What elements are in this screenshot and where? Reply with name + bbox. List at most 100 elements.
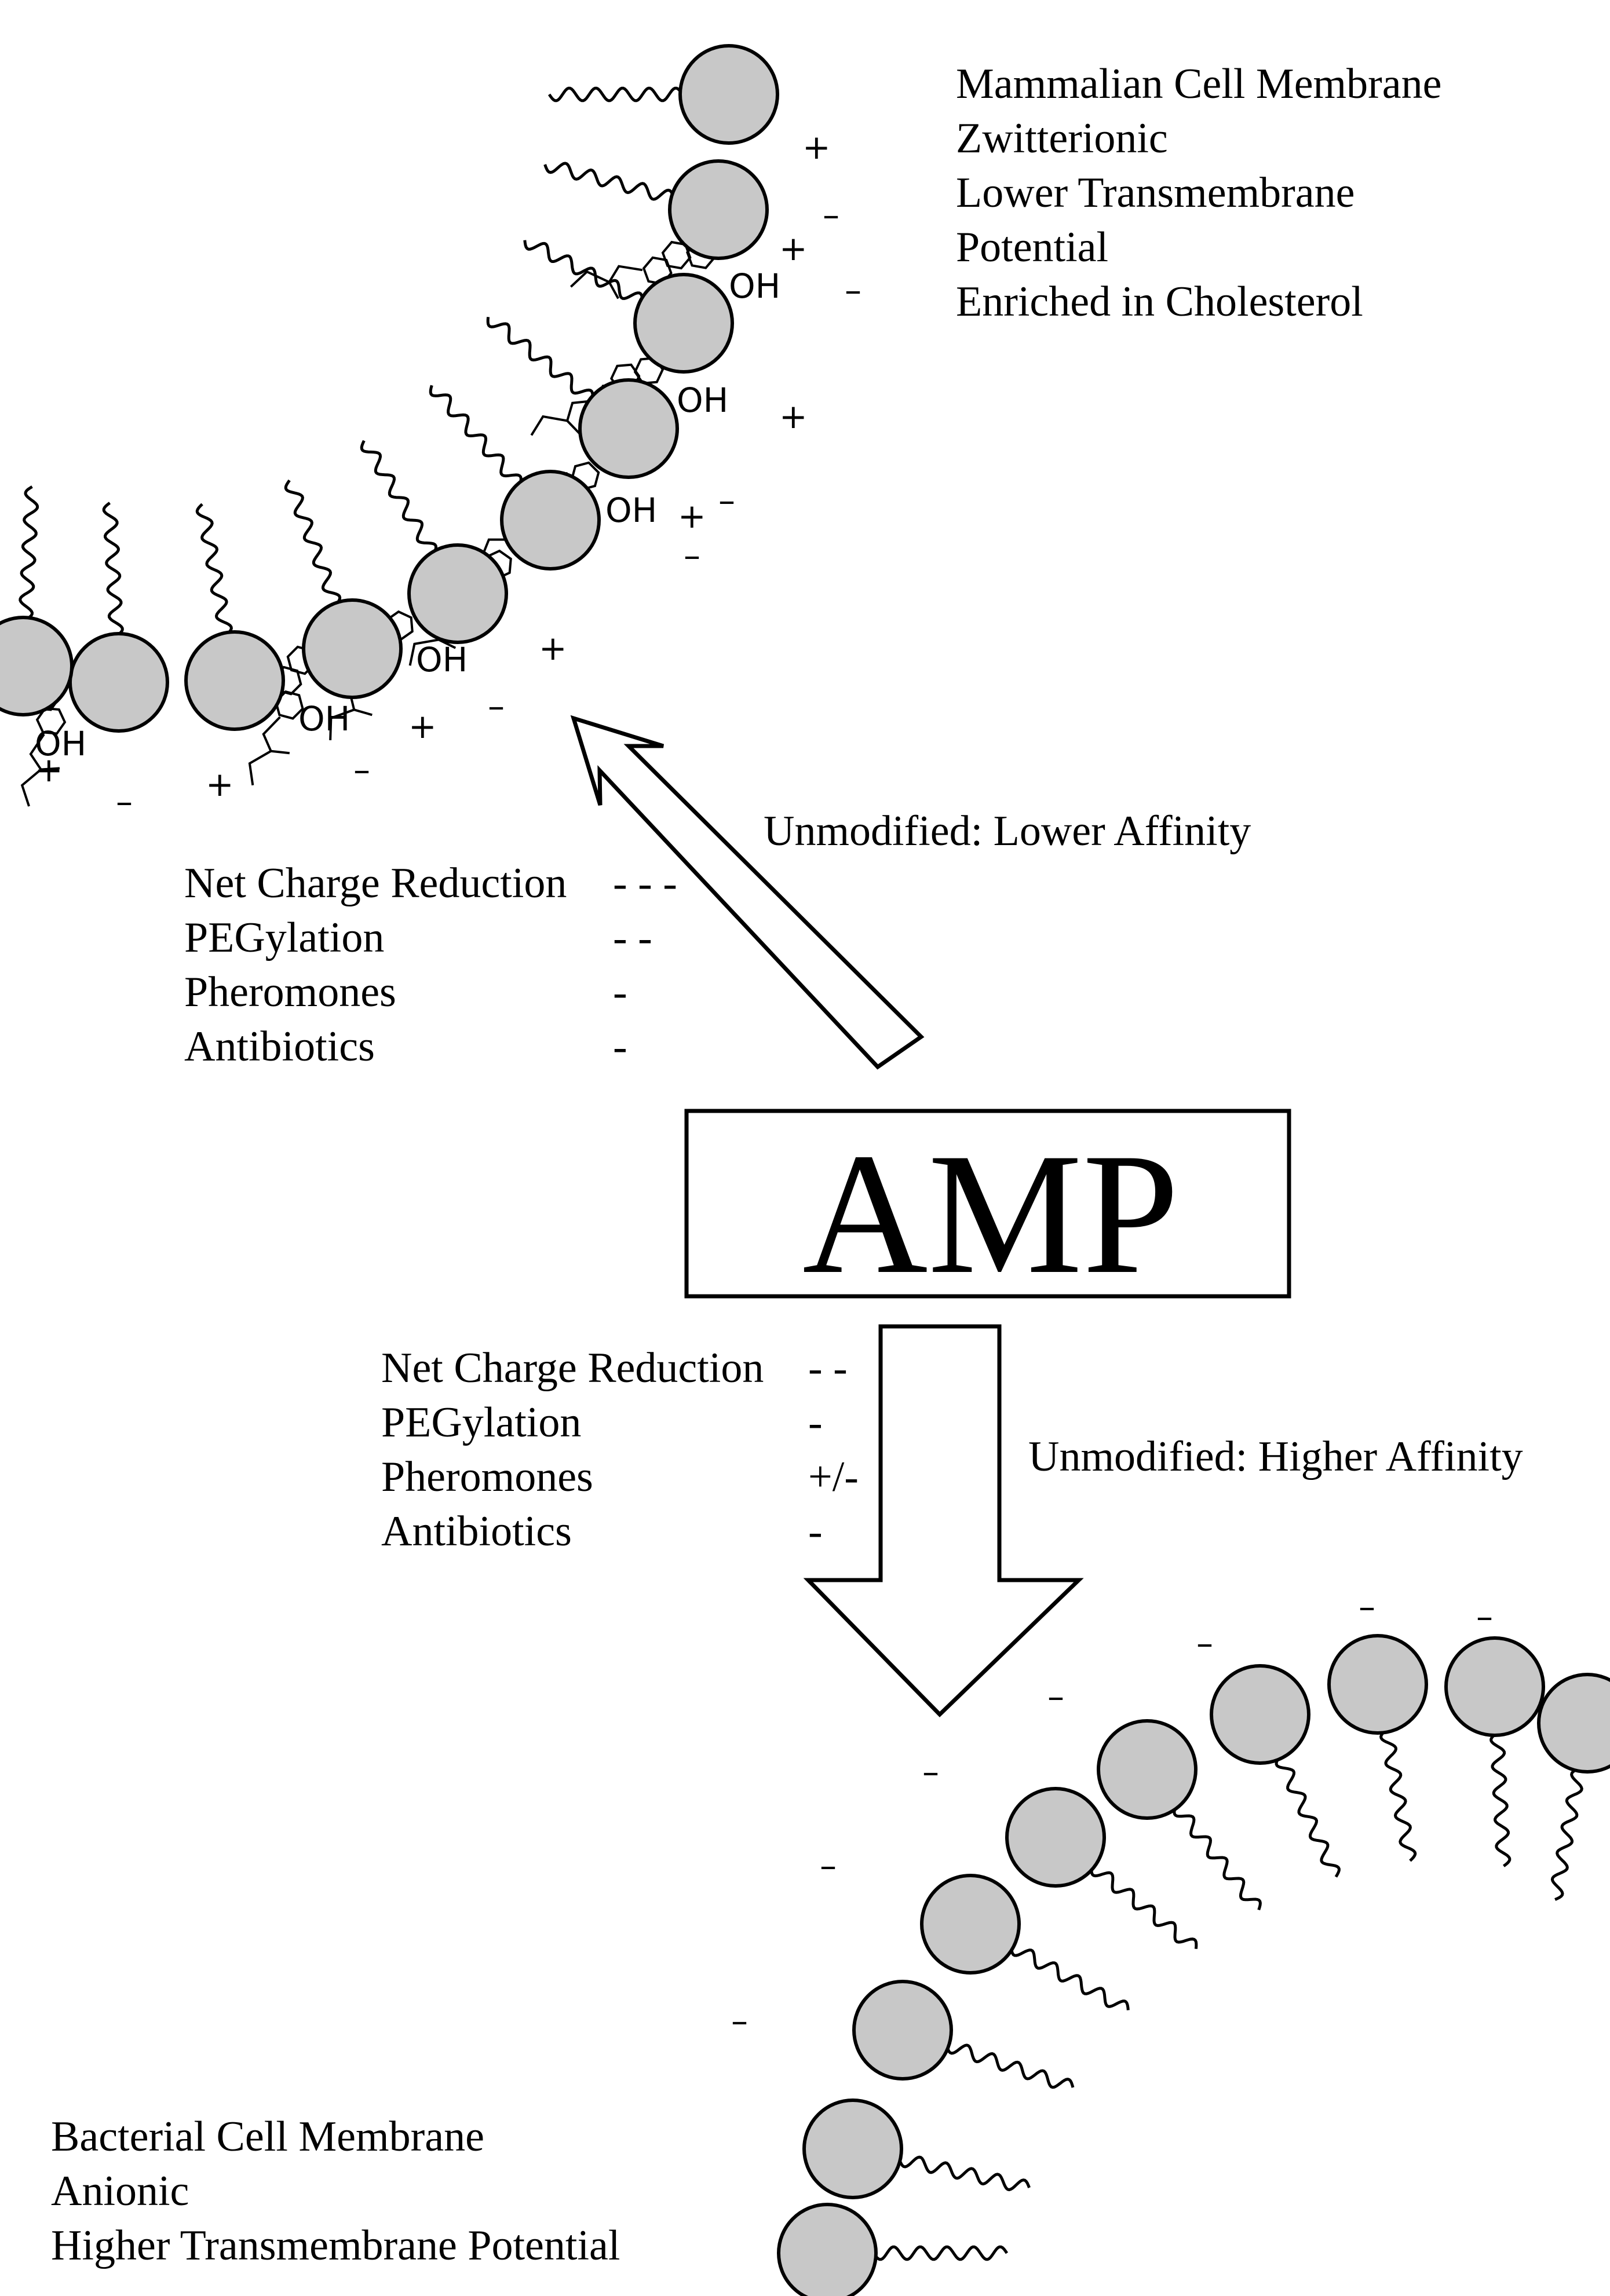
lipid-head xyxy=(184,630,285,731)
lower-arrow-label: Unmodified: Higher Affinity xyxy=(1028,1433,1523,1480)
amp-label: AMP xyxy=(802,1117,1180,1310)
mammalian-line-4: Potential xyxy=(956,224,1109,271)
mammalian-line-1: Mammalian Cell Membrane xyxy=(956,60,1442,108)
bacterial-charge: – xyxy=(1196,1624,1213,1663)
lipid-head xyxy=(1097,1719,1198,1820)
lipid-head xyxy=(777,2203,878,2296)
hydroxyl-label: OH xyxy=(605,491,658,530)
lipid-head xyxy=(578,378,679,479)
lipid-tail xyxy=(284,479,342,606)
upper-mod-name: Antibiotics xyxy=(184,1023,375,1070)
lipid-head xyxy=(1005,1787,1106,1888)
mammalian-charge: + xyxy=(779,229,808,268)
mammalian-line-2: Zwitterionic xyxy=(956,115,1168,162)
lipid-head xyxy=(1210,1664,1310,1765)
mammalian-charge: + xyxy=(35,750,63,789)
upper-mod-name: Pheromones xyxy=(184,968,396,1016)
lipid-head xyxy=(500,470,601,571)
bacterial-charge: – xyxy=(922,1752,939,1792)
lipid-head xyxy=(678,44,779,145)
mammalian-charge: – xyxy=(823,195,839,235)
lower-mod-effect: - xyxy=(808,1399,823,1446)
mammalian-charge: + xyxy=(779,397,808,436)
lipid-head xyxy=(68,632,169,733)
lipid-head xyxy=(1327,1634,1428,1735)
lipid-head xyxy=(802,2098,903,2199)
lipid-tail xyxy=(543,162,676,201)
bacterial-charge: – xyxy=(820,1846,837,1885)
bacterial-charge: – xyxy=(731,2001,748,2041)
lipid-tail xyxy=(429,385,523,486)
mammalian-charge: + xyxy=(408,707,437,746)
upper-mod-name: Net Charge Reduction xyxy=(184,860,567,907)
lower-arrow xyxy=(803,1324,1084,1717)
hydroxyl-label: OH xyxy=(677,381,729,420)
lipid-tail xyxy=(897,2155,1031,2192)
lower-mod-name: Net Charge Reduction xyxy=(381,1344,764,1392)
hydroxyl-label: OH xyxy=(35,724,87,763)
lipid-tail xyxy=(523,240,645,302)
mammalian-charge: + xyxy=(539,628,567,668)
hydroxyl-label: OH xyxy=(729,266,781,306)
lipid-tail xyxy=(945,2043,1075,2089)
upper-mod-effect: - - - xyxy=(613,860,677,907)
lower-mod-name: PEGylation xyxy=(381,1399,582,1446)
lipid-tail xyxy=(1550,1767,1583,1901)
lipid-tail xyxy=(1009,1946,1130,2010)
bacterial-line-2: Anionic xyxy=(51,2167,189,2215)
bacterial-charge: – xyxy=(1359,1587,1375,1626)
mammalian-charge: + xyxy=(206,765,234,804)
lipid-tail xyxy=(19,485,39,621)
hydroxyl-label: OH xyxy=(416,640,468,679)
lower-mod-name: Pheromones xyxy=(381,1453,593,1501)
bacterial-membrane-layer xyxy=(777,1634,1610,2296)
lower-mod-name: Antibiotics xyxy=(381,1508,572,1555)
bacterial-charge: – xyxy=(1047,1677,1064,1716)
bacterial-charge: – xyxy=(1476,1597,1493,1636)
lipid-tail xyxy=(195,503,233,637)
lipid-head xyxy=(302,598,403,699)
mammalian-line-3: Lower Transmembrane xyxy=(956,169,1355,217)
mammalian-charge: – xyxy=(718,481,735,520)
mammalian-charge: – xyxy=(684,536,700,575)
upper-mod-effect: - xyxy=(613,1023,627,1070)
mammalian-charge: – xyxy=(353,750,370,789)
mammalian-charge: – xyxy=(845,270,861,310)
lipid-head xyxy=(407,543,508,644)
upper-mod-effect: - - xyxy=(613,914,652,961)
lipid-tail xyxy=(1173,1805,1262,1911)
mammalian-line-5: Enriched in Cholesterol xyxy=(956,278,1363,326)
lipid-tail xyxy=(1275,1755,1341,1878)
lipid-head xyxy=(633,273,734,374)
bacterial-line-1: Bacterial Cell Membrane xyxy=(51,2113,484,2160)
lipid-head xyxy=(920,1874,1021,1975)
lipid-head xyxy=(668,159,769,260)
lower-mod-effect: +/- xyxy=(808,1453,859,1501)
lipid-tail xyxy=(486,317,594,400)
lipid-head xyxy=(852,1980,953,2081)
lipid-head xyxy=(1444,1636,1545,1737)
lower-mod-effect: - xyxy=(808,1508,823,1555)
mammalian-charge: – xyxy=(488,686,505,726)
lipid-head xyxy=(0,616,74,716)
mammalian-membrane-layer xyxy=(0,44,779,807)
lower-mod-effect: - - xyxy=(808,1344,848,1392)
mammalian-charge: + xyxy=(678,496,706,536)
lipid-tail xyxy=(1379,1728,1417,1862)
mammalian-charge: – xyxy=(116,782,133,821)
lipid-tail xyxy=(547,86,684,103)
upper-arrow xyxy=(570,715,925,1070)
lipid-tail xyxy=(872,2245,1009,2261)
lipid-tail xyxy=(1090,1866,1198,1949)
amp-box xyxy=(684,1109,1291,1299)
mammalian-charge: + xyxy=(802,127,831,167)
lipid-tail xyxy=(360,440,438,555)
lipid-tail xyxy=(1489,1732,1512,1867)
lipid-head xyxy=(1537,1673,1610,1774)
hydroxyl-label: OH xyxy=(298,699,351,738)
lipid-tail xyxy=(102,502,124,637)
upper-arrow-label: Unmodified: Lower Affinity xyxy=(764,807,1251,855)
bacterial-line-3: Higher Transmembrane Potential xyxy=(51,2222,620,2269)
